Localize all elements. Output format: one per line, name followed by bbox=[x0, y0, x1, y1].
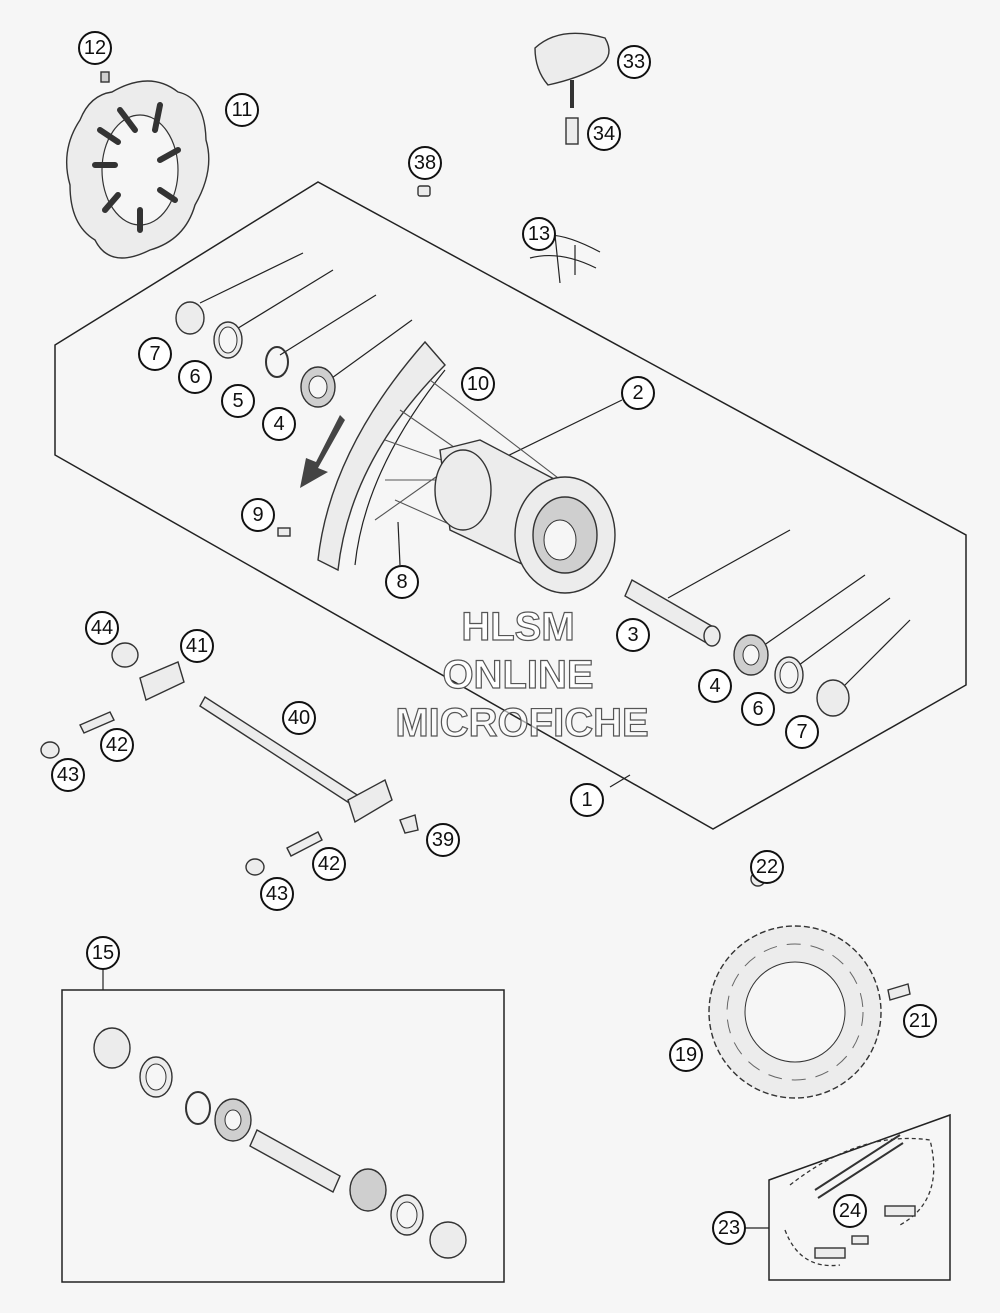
callout-39: 39 bbox=[426, 823, 460, 857]
svg-text:42: 42 bbox=[106, 734, 128, 756]
callout-43b: 43 bbox=[260, 877, 294, 911]
bearing-kit-box bbox=[61, 989, 505, 1283]
svg-text:4: 4 bbox=[273, 413, 284, 435]
callout-43a: 43 bbox=[51, 758, 85, 792]
callout-21: 21 bbox=[903, 1004, 937, 1038]
rim-tape bbox=[529, 234, 601, 284]
callout-42a: 42 bbox=[100, 728, 134, 762]
svg-text:34: 34 bbox=[593, 123, 615, 145]
svg-text:40: 40 bbox=[288, 707, 310, 729]
wheel-assembly-box bbox=[54, 181, 967, 830]
callout-19: 19 bbox=[669, 1038, 703, 1072]
callout-7a: 7 bbox=[138, 337, 172, 371]
callout-33: 33 bbox=[617, 45, 651, 79]
callout-15: 15 bbox=[86, 936, 120, 970]
svg-text:5: 5 bbox=[232, 390, 243, 412]
svg-text:38: 38 bbox=[414, 152, 436, 174]
svg-text:22: 22 bbox=[756, 856, 778, 878]
watermark: HLSM ONLINE MICROFICHE bbox=[395, 604, 650, 745]
callout-22: 22 bbox=[750, 850, 784, 884]
callout-7b: 7 bbox=[785, 715, 819, 749]
svg-text:6: 6 bbox=[189, 366, 200, 388]
right-bearing-parts bbox=[733, 634, 850, 717]
bearing-kit-parts bbox=[93, 1027, 467, 1259]
callout-5: 5 bbox=[221, 384, 255, 418]
callout-6a: 6 bbox=[178, 360, 212, 394]
chain-box bbox=[768, 1113, 951, 1281]
svg-text:33: 33 bbox=[623, 51, 645, 73]
svg-text:4: 4 bbox=[709, 675, 720, 697]
callout-11: 11 bbox=[225, 93, 259, 127]
callout-23: 23 bbox=[712, 1211, 746, 1245]
svg-text:8: 8 bbox=[396, 571, 407, 593]
leader-lines bbox=[102, 252, 911, 1229]
svg-text:6: 6 bbox=[752, 698, 763, 720]
svg-text:3: 3 bbox=[627, 624, 638, 646]
callout-2: 2 bbox=[621, 376, 655, 410]
callout-1: 1 bbox=[570, 783, 604, 817]
svg-text:10: 10 bbox=[467, 373, 489, 395]
valve bbox=[277, 527, 291, 537]
rotation-arrow bbox=[300, 415, 345, 488]
callout-6b: 6 bbox=[741, 692, 775, 726]
svg-text:19: 19 bbox=[675, 1044, 697, 1066]
callout-8: 8 bbox=[385, 565, 419, 599]
pad-and-pin bbox=[534, 32, 610, 145]
brake-disc bbox=[65, 71, 210, 259]
chain bbox=[784, 1134, 935, 1267]
left-bearing-parts bbox=[175, 301, 336, 408]
hub bbox=[434, 439, 616, 594]
callout-4b: 4 bbox=[698, 669, 732, 703]
svg-text:43: 43 bbox=[57, 764, 79, 786]
watermark-line3: MICROFICHE bbox=[395, 701, 648, 745]
callout-34: 34 bbox=[587, 117, 621, 151]
callout-44: 44 bbox=[85, 611, 119, 645]
callout-42b: 42 bbox=[312, 847, 346, 881]
callout-24: 24 bbox=[833, 1194, 867, 1228]
callout-9: 9 bbox=[241, 498, 275, 532]
callout-4a: 4 bbox=[262, 407, 296, 441]
callout-3: 3 bbox=[616, 618, 650, 652]
callout-10: 10 bbox=[461, 367, 495, 401]
axle-parts bbox=[40, 642, 419, 876]
watermark-line2: ONLINE bbox=[442, 653, 593, 697]
callout-13: 13 bbox=[522, 217, 556, 251]
svg-text:1: 1 bbox=[581, 789, 592, 811]
svg-text:41: 41 bbox=[186, 635, 208, 657]
svg-text:11: 11 bbox=[232, 99, 253, 121]
svg-text:44: 44 bbox=[91, 617, 113, 639]
svg-text:23: 23 bbox=[718, 1217, 740, 1239]
svg-text:21: 21 bbox=[909, 1010, 931, 1032]
svg-text:12: 12 bbox=[84, 37, 106, 59]
callout-40: 40 bbox=[282, 701, 316, 735]
svg-text:42: 42 bbox=[318, 853, 340, 875]
svg-text:2: 2 bbox=[632, 382, 643, 404]
callout-41: 41 bbox=[180, 629, 214, 663]
callout-38: 38 bbox=[408, 146, 442, 180]
svg-text:43: 43 bbox=[266, 883, 288, 905]
svg-text:7: 7 bbox=[149, 343, 160, 365]
svg-text:24: 24 bbox=[839, 1200, 861, 1222]
svg-text:15: 15 bbox=[92, 942, 114, 964]
svg-text:9: 9 bbox=[252, 504, 263, 526]
callout-12: 12 bbox=[78, 31, 112, 65]
watermark-line1: HLSM bbox=[461, 605, 574, 649]
valve-cap bbox=[417, 185, 431, 197]
svg-text:7: 7 bbox=[796, 721, 807, 743]
hub-spacer bbox=[624, 579, 721, 647]
rim bbox=[317, 340, 446, 572]
svg-text:39: 39 bbox=[432, 829, 454, 851]
sprocket bbox=[708, 871, 911, 1099]
svg-text:13: 13 bbox=[528, 223, 550, 245]
